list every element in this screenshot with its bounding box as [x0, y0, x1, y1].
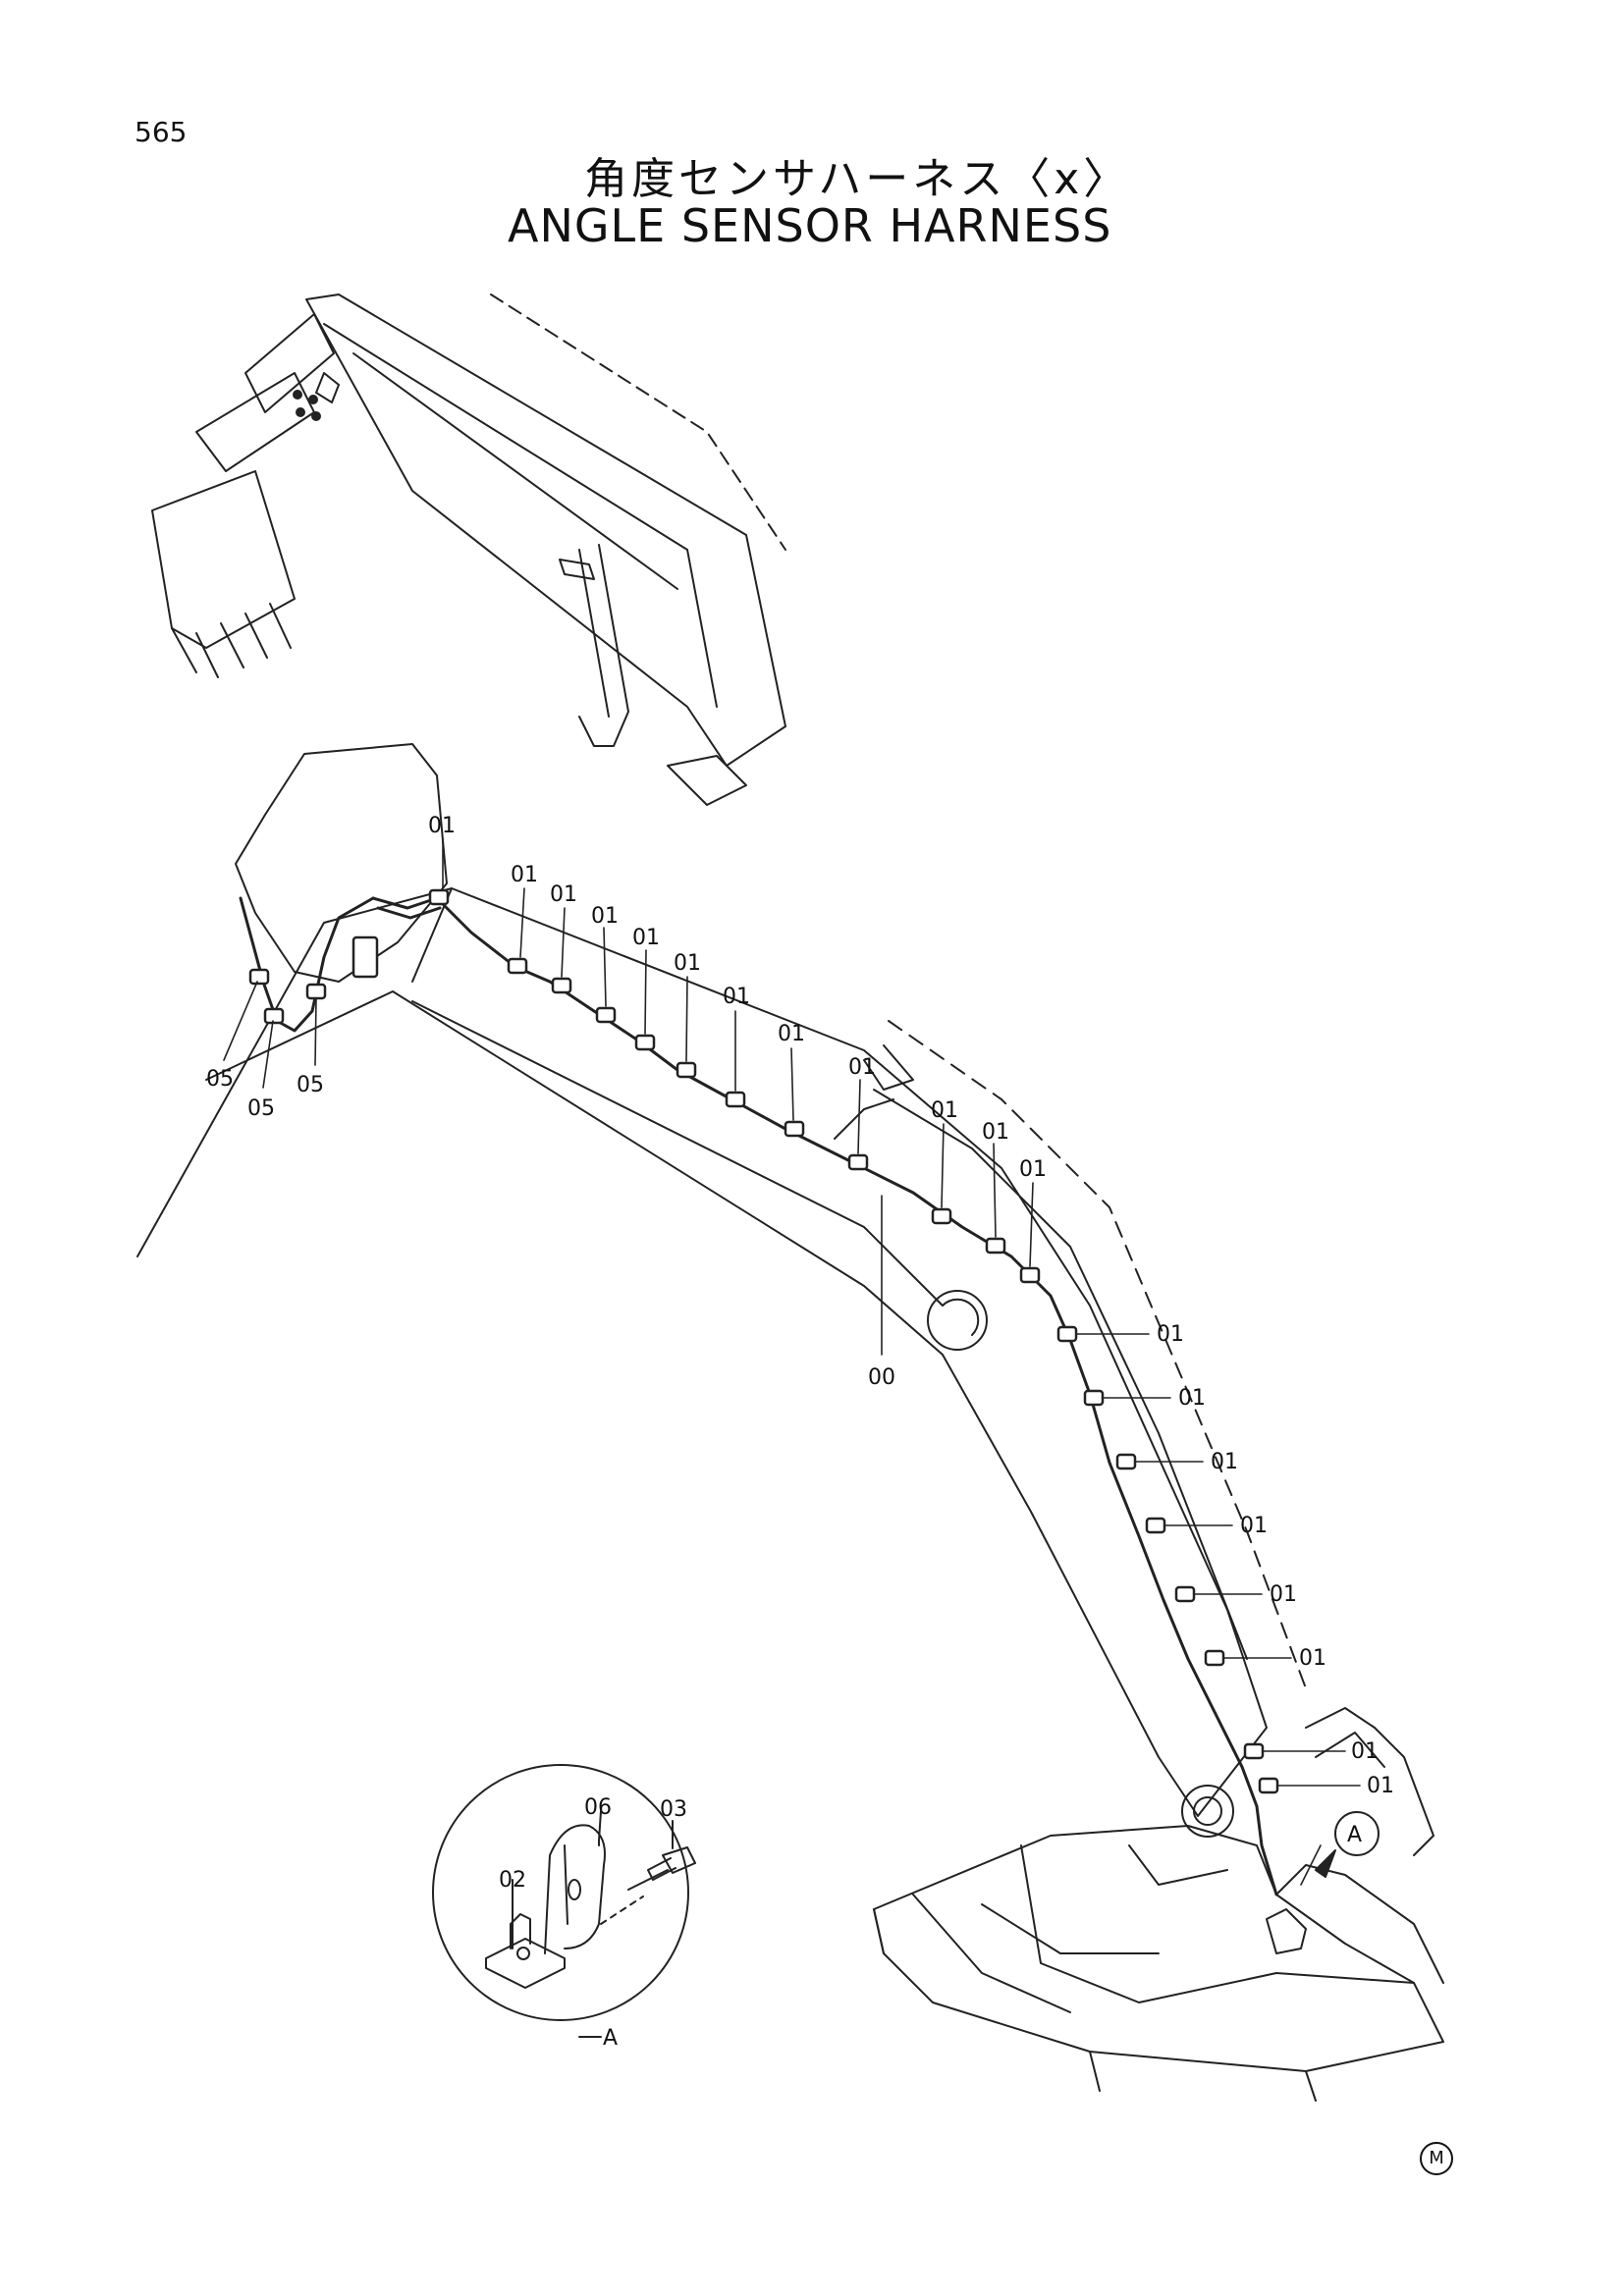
label-detail-a: A	[603, 2026, 618, 2051]
leader-lines	[223, 838, 1361, 1886]
part-labels: 01 01 01 01 01 01 01 01 01 01 01 01 00 0…	[206, 814, 1394, 2051]
label-clamp-01: 01	[550, 882, 577, 907]
label-bracket-02: 02	[499, 1868, 526, 1893]
label-clamp-01: 01	[632, 926, 660, 950]
label-clamp-01: 01	[982, 1120, 1009, 1145]
label-clamp-01: 01	[1178, 1386, 1206, 1411]
label-clip-05: 05	[247, 1096, 275, 1121]
title-english: ANGLE SENSOR HARNESS	[508, 199, 1112, 252]
label-harness-00: 00	[868, 1365, 895, 1390]
label-clamp-01: 01	[674, 951, 701, 976]
boom-illustration	[136, 743, 1434, 1856]
label-clamp-01: 01	[1270, 1582, 1297, 1607]
label-clamp-06: 06	[584, 1795, 612, 1820]
label-clamp-01: 01	[1019, 1157, 1047, 1182]
harness-clamps	[248, 888, 1279, 1794]
label-clip-05: 05	[297, 1073, 324, 1097]
label-clamp-01: 01	[1211, 1450, 1238, 1474]
label-clamp-01: 01	[1157, 1322, 1184, 1347]
detail-view-a	[432, 1764, 696, 2038]
label-clamp-01: 01	[428, 814, 456, 838]
label-clamp-01: 01	[591, 904, 619, 929]
label-clamp-01: 01	[1367, 1774, 1394, 1798]
label-clamp-01: 01	[1240, 1514, 1268, 1538]
label-bolt-03: 03	[660, 1797, 687, 1822]
view-a-callout	[1315, 1811, 1380, 1878]
label-clamp-01: 01	[778, 1022, 805, 1046]
page-number: 565	[135, 116, 188, 148]
label-clamp-01: 01	[723, 985, 750, 1009]
label-clamp-01: 01	[1351, 1739, 1379, 1764]
label-clamp-01: 01	[1299, 1646, 1326, 1671]
label-clip-05: 05	[206, 1067, 234, 1092]
label-view-a: A	[1347, 1823, 1362, 1847]
upper-structure-illustration	[873, 1825, 1444, 2102]
arm-attachment-illustration	[151, 294, 786, 806]
label-clamp-01: 01	[848, 1055, 876, 1080]
title-japanese: 角度センサハーネス〈x〉	[584, 154, 1131, 204]
manufacturer-mark: M	[1420, 2142, 1453, 2175]
harness-route	[239, 896, 1278, 1896]
label-clamp-01: 01	[931, 1098, 958, 1123]
label-clamp-01: 01	[511, 863, 538, 887]
